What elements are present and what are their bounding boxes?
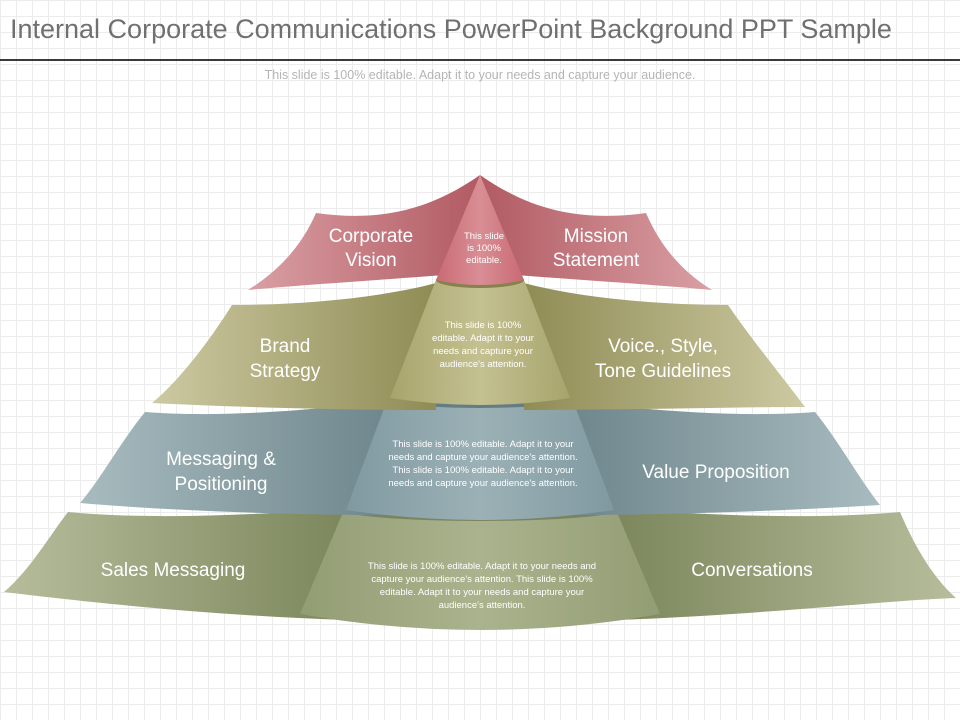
level-4-left-wing [4,508,345,620]
label-messaging-positioning-line-1: Messaging & [166,449,276,470]
label-corporate-vision-line-1: Corporate [329,226,414,247]
center-text-4-line-2: capture your audience's attention. This … [371,574,593,585]
label-voice-style-line-2: Tone Guidelines [595,361,731,382]
label-corporate-vision-line-2: Vision [345,250,396,271]
label-conversations: Conversations [691,560,812,581]
center-text-3-line-3: This slide is 100% editable. Adapt it to… [392,465,573,476]
level-3-center [346,398,614,520]
level-3-right-wing [570,400,880,515]
center-text-1-line-3: editable. [466,255,502,266]
center-text-1-line-1: This slide [464,231,504,242]
level-1-center [436,175,524,285]
level-2-right-wing [524,283,805,410]
level-4-right-wing [615,508,956,620]
center-text-2-line-3: needs and capture your [433,346,533,357]
label-mission-statement-line-2: Statement [553,250,640,271]
center-text-4-line-3: editable. Adapt it to your needs and cap… [380,587,584,598]
label-messaging-positioning-line-2: Positioning [175,474,268,495]
slide-subtitle: This slide is 100% editable. Adapt it to… [264,68,696,82]
label-sales-messaging: Sales Messaging [101,560,246,581]
label-voice-style-line-1: Voice., Style, [608,336,718,357]
center-text-2-line-1: This slide is 100% [445,320,522,331]
level-1-right-wing [480,175,712,290]
level-3-left-wing [80,400,390,515]
center-text-4-line-1: This slide is 100% editable. Adapt it to… [368,561,596,572]
level-2-left-wing [152,283,436,410]
label-brand-strategy-line-1: Brand [260,336,311,357]
label-brand-strategy-line-2: Strategy [250,361,321,382]
center-text-1-line-2: is 100% [467,243,501,254]
center-text-2-line-4: audience's attention. [440,359,527,370]
level-1 [248,175,712,290]
level-1-left-wing [248,175,480,290]
center-text-3-line-2: needs and capture your audience's attent… [388,452,577,463]
center-text-4-line-4: audience's attention. [439,600,526,611]
level-4-center [300,510,660,630]
center-text-3-line-4: needs and capture your audience's attent… [388,478,577,489]
center-text-3-line-1: This slide is 100% editable. Adapt it to… [392,439,573,450]
center-text-2-line-2: editable. Adapt it to your [432,333,534,344]
label-mission-statement-line-1: Mission [564,226,628,247]
level-2-center [390,280,570,405]
title-divider [0,59,960,61]
slide-title: Internal Corporate Communications PowerP… [10,14,892,44]
label-value-proposition: Value Proposition [642,462,790,483]
level-2 [152,272,805,410]
